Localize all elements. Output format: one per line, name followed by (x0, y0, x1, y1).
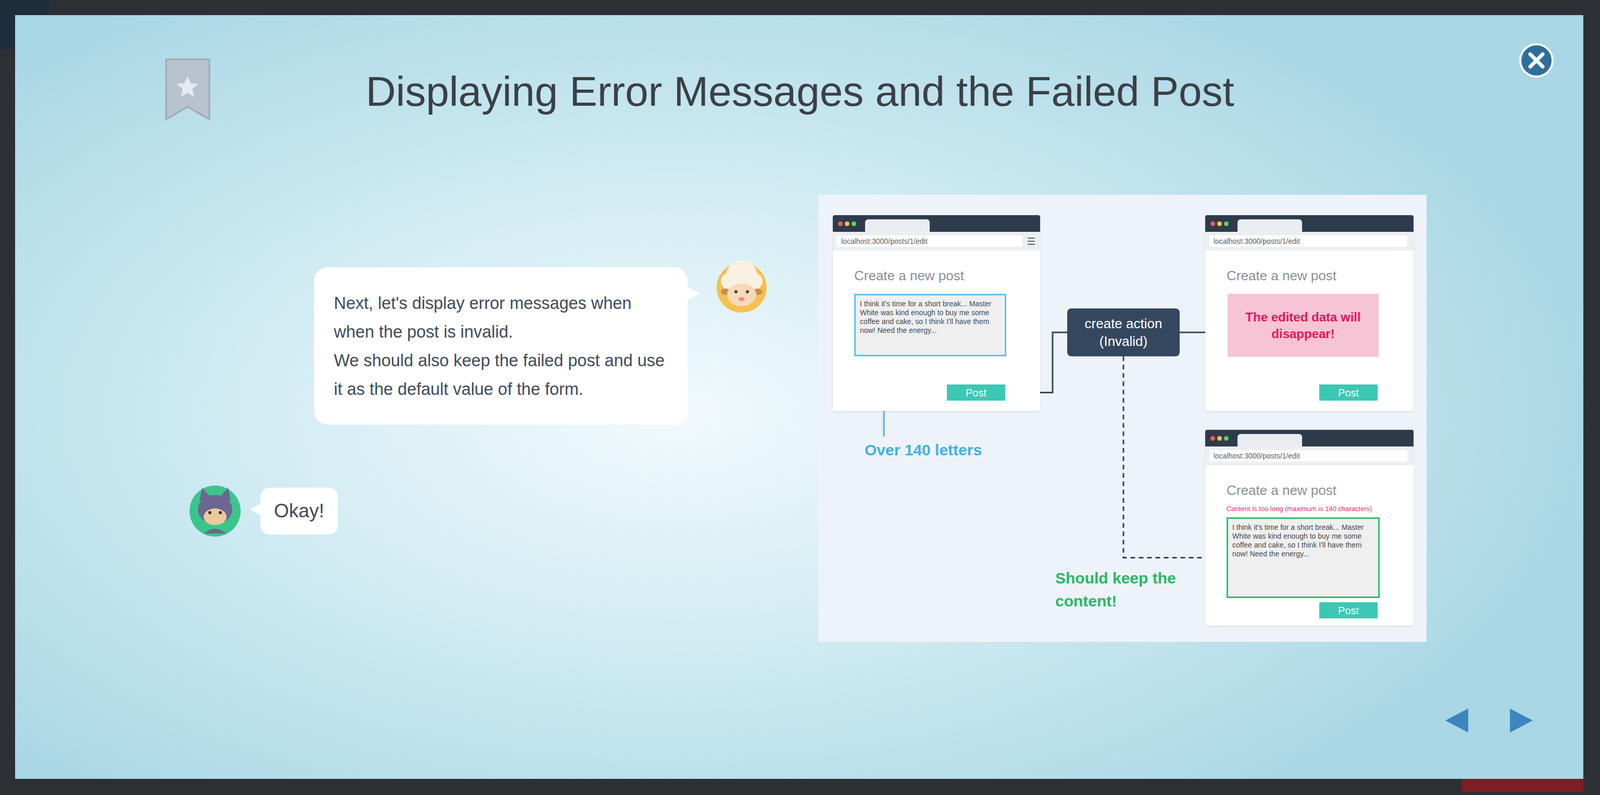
button-label: Post (1338, 386, 1359, 399)
browser-tab (1237, 433, 1303, 447)
browser-tab (865, 219, 930, 232)
url-text: localhost:3000/posts/1/edit (841, 236, 928, 246)
text-area: I think it's time for a short break... M… (1226, 517, 1380, 598)
menu-icon-bar (1027, 240, 1035, 242)
action-label: create action (Invalid) (1071, 314, 1176, 350)
window-dot (838, 221, 843, 227)
browser-header (1205, 429, 1414, 447)
warning-text: The edited data will disappear! (1235, 308, 1371, 343)
dialogue-text: We should also keep the failed post and … (333, 346, 669, 404)
button-label: Post (1338, 604, 1359, 617)
post-content: I think it's time for a short break... M… (1232, 522, 1374, 559)
form-title: Create a new post (1226, 481, 1337, 499)
button-label: Post (965, 386, 987, 399)
bookmark-icon (166, 59, 210, 120)
cat-avatar (189, 485, 241, 537)
dialogue-text: Next, let's display error messages when … (333, 289, 669, 347)
warning-box: The edited data will disappear! (1227, 293, 1379, 357)
close-button (1520, 44, 1553, 77)
window-dot (1217, 435, 1222, 441)
window-dot (1217, 221, 1222, 227)
window-dot (1223, 435, 1229, 441)
url-text: localhost:3000/posts/1/edit (1213, 236, 1300, 246)
speech-bubble: Next, let's display error messages when … (314, 267, 688, 425)
dialogue-text: Okay! (273, 496, 325, 525)
slide-title: Displaying Error Messages and the Failed… (0, 66, 1600, 117)
speech-bubble: Okay! (260, 487, 339, 535)
bubble-tail (685, 285, 700, 301)
browser-header (832, 215, 1041, 232)
window-dot (1210, 435, 1216, 441)
browser-window: localhost:3000/posts/1/editCreate a new … (1205, 429, 1414, 626)
browser-window: localhost:3000/posts/1/editCreate a new … (832, 215, 1041, 411)
sheep-avatar (716, 260, 767, 313)
window-dot (844, 221, 850, 227)
annotation-label: Over 140 letters (864, 440, 982, 460)
action-box: create action (Invalid) (1067, 308, 1180, 357)
post-button: Post (946, 384, 1006, 401)
window-dot (1223, 221, 1229, 227)
annotation-label: Should keep the content! (1055, 566, 1202, 613)
error-message: Content is too long (maximum is 140 char… (1226, 504, 1409, 514)
post-button: Post (1319, 384, 1378, 401)
nav-arrows (1445, 708, 1533, 733)
text-area: I think it's time for a short break... M… (854, 293, 1007, 357)
post-button: Post (1319, 602, 1378, 619)
browser-window: localhost:3000/posts/1/editCreate a new … (1205, 215, 1414, 411)
url-text: localhost:3000/posts/1/edit (1213, 451, 1300, 461)
window-dot (1210, 221, 1216, 227)
bubble-tail (250, 503, 262, 516)
window-dot (851, 221, 857, 227)
post-content: I think it's time for a short break... M… (859, 299, 1001, 335)
browser-tab (1237, 219, 1303, 232)
browser-header (1205, 215, 1414, 232)
form-title: Create a new post (1226, 267, 1337, 284)
form-title: Create a new post (854, 267, 965, 284)
